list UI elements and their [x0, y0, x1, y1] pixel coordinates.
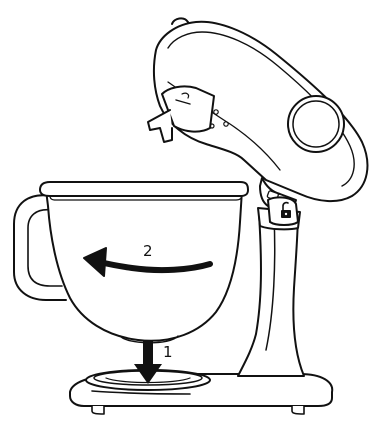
mixing-bowl: [14, 182, 248, 343]
step-1-label: 1: [163, 343, 173, 361]
mixer-pedestal: [238, 212, 304, 376]
step-2-label: 2: [143, 242, 153, 260]
